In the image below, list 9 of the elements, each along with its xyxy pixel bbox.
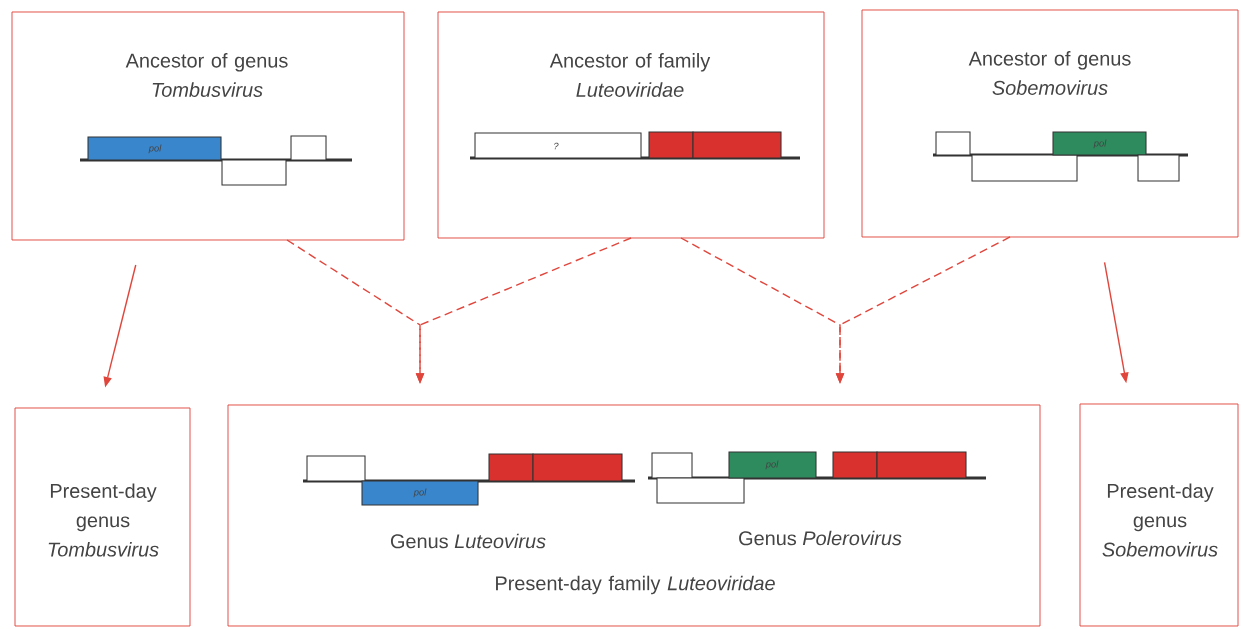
gene-label: ? [554,142,559,150]
gene-label: pol [1093,139,1107,149]
panel-box: Present-day genus Tombusvirus [14,407,191,627]
map-caption: Genus Polerovirus [739,530,902,546]
map-caption: Genus Luteovirus [390,533,546,549]
gene-label: pol [765,460,779,470]
panel-box: Present-day genus Sobemovirus [1079,403,1239,627]
gene-label: pol [148,144,162,154]
gene-label: pol [413,488,427,498]
